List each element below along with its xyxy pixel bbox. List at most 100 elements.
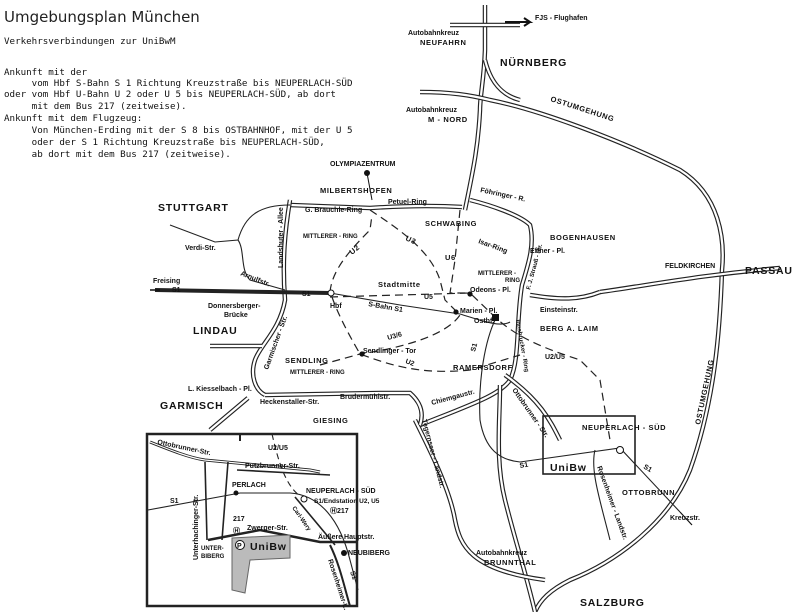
label-hbf: Hbf: [330, 303, 342, 310]
label-verdi-str: Verdi-Str.: [185, 245, 216, 252]
roads: [169, 5, 781, 612]
directions-line: Ankunft mit dem Flugzeug:: [4, 113, 143, 124]
label-s1: S1: [302, 291, 311, 298]
label-s1: S1: [519, 462, 529, 470]
label-s1: S1: [172, 287, 181, 294]
label-u2: U2: [404, 358, 415, 368]
label-neuperlach-sued: NEUPERLACH - SÜD: [582, 423, 666, 432]
inset-unterbiberg: BIBERG: [201, 554, 225, 560]
label-stadtmitte: Stadtmitte: [378, 280, 421, 289]
directions-line: oder der S 1 Richtung Kreuzstraße bis NE…: [4, 137, 325, 148]
label-nuernberg: NÜRNBERG: [500, 56, 567, 69]
station-icon: [616, 446, 624, 454]
label-sendlinger-tor: Sendlinger - Tor: [363, 348, 416, 355]
label-ottobrunn: OTTOBRUNN: [622, 488, 675, 497]
label-u2-u5: U2/U5: [545, 354, 565, 361]
label-freising: Freising: [153, 278, 180, 285]
page-title: Umgebungsplan München: [4, 8, 200, 26]
label-donnersberger-bruecke: Donnersberger-: [208, 303, 261, 310]
inset-aeussere-hauptstr: Äußere Hauptstr.: [318, 533, 374, 541]
directions-line: ab dort mit dem Bus 217 (zeitweise).: [4, 149, 231, 160]
label-effner-platz: Effner - Pl.: [530, 248, 565, 255]
label-s1: S1: [642, 464, 653, 474]
directions-line: vom Hbf S-Bahn S 1 Richtung Kreuzstraße …: [4, 78, 353, 89]
label-kiesselbach-platz: L. Kiesselbach - Pl.: [188, 386, 252, 393]
label-passau: PASSAU: [745, 265, 793, 277]
label-mittlerer-ring: RING: [505, 278, 520, 284]
label-u2: U2: [348, 243, 362, 257]
label-feldkirchen: FELDKIRCHEN: [665, 263, 715, 270]
label-brauchle-ring: G. Brauchle-Ring: [305, 207, 362, 214]
inset-neubiberg: NEUBIBERG: [348, 550, 391, 557]
label-odeonsplatz: Odeons - Pl.: [470, 287, 511, 294]
label-arnulfstr: Arnulfstr.: [239, 270, 271, 288]
label-tegernseer-landstr: Tegernseer - Landstr.: [420, 419, 445, 489]
label-u6: U6: [445, 253, 456, 262]
label-berg-am-laim: BERG A. LAIM: [540, 324, 599, 333]
label-stuttgart: STUTTGART: [158, 202, 229, 214]
label-sbahn-s1: S-Bahn S1: [368, 301, 404, 314]
label-kreuzstr: Kreuzstr.: [670, 515, 700, 522]
label-lindau: LINDAU: [193, 325, 237, 337]
label-brunnthal: BRUNNTHAL: [484, 558, 536, 567]
label-schwabing: SCHWABING: [425, 219, 477, 228]
label-neufahrn: NEUFAHRN: [420, 38, 466, 47]
inset-bus-217-label: 217: [233, 516, 245, 523]
label-garmisch: GARMISCH: [160, 400, 224, 412]
label-ramersdorf: RAMERSDORF: [453, 363, 513, 372]
directions-line: Ankunft mit der: [4, 67, 87, 78]
inset-endstation: S1/Endstation U2, U5: [314, 498, 380, 505]
uni-area-frame: [542, 415, 636, 475]
label-mnord: Autobahnkreuz: [406, 107, 457, 114]
label-u5: U5: [424, 294, 433, 301]
label-foehringer-ring: Föhringer - R.: [480, 187, 526, 203]
label-mnord: M - NORD: [428, 115, 468, 124]
label-olympiazentrum: OLYMPIAZENTRUM: [330, 161, 396, 168]
label-giesing: GIESING: [313, 416, 348, 425]
inset-neuperlach-sued: NEUPERLACH - SÜD: [306, 486, 376, 495]
inset-bus-stop-icon: Ⓗ: [233, 526, 240, 535]
label-donnersberger-bruecke: Brücke: [224, 312, 248, 319]
label-brunnthal: Autobahnkreuz: [476, 550, 527, 557]
label-einsteinstr: Einsteinstr.: [540, 307, 578, 314]
label-mittlerer-ring: MITTLERER -: [478, 271, 516, 277]
subtitle: Verkehrsverbindungen zur UniBwM: [4, 36, 176, 47]
inset-perlach: PERLACH: [232, 482, 266, 489]
rail-lines: [154, 170, 681, 513]
inset-unterhachinger-str: Unterhachinger-Str.: [193, 495, 200, 560]
inset-bus-217: Ⓗ217: [330, 506, 349, 515]
label-landshuter-allee: Landshuter - Allee: [278, 207, 285, 268]
inset-s1: S1: [170, 498, 179, 505]
inset-zwerger-str: Zwerger-Str.: [247, 525, 288, 532]
inset-map: Ottobrunner-Str. U2/U5 Putzbrunner-Str. …: [145, 432, 391, 611]
directions-line: Von München-Erding mit der S 8 bis OSTBA…: [4, 125, 353, 136]
label-isar-ring: Isar-Ring: [477, 238, 508, 255]
label-u3-6: U3/6: [387, 331, 403, 342]
label-flughafen: FJS - Flughafen: [535, 15, 588, 22]
label-mittlerer-ring: MITTLERER - RING: [290, 370, 345, 376]
label-bogenhausen: BOGENHAUSEN: [550, 233, 616, 242]
inset-unibw: UniBw: [250, 541, 287, 553]
inset-putzbrunner-str: Putzbrunner-Str.: [245, 463, 300, 470]
label-s1: S1: [470, 342, 479, 352]
inset-unterbiberg: UNTER-: [201, 546, 224, 552]
label-brudermuehlstr: Brudermühlstr.: [340, 394, 390, 401]
label-sendling: SENDLING: [285, 356, 329, 365]
label-marienplatz: Marien - Pl.: [460, 308, 497, 315]
inset-s1: S1: [348, 570, 358, 581]
inset-u2-u5: U2/U5: [268, 445, 288, 452]
label-u3: U3: [404, 234, 418, 247]
directions-line: oder vom Hbf U-Bahn U 2 oder U 5 bis NEU…: [4, 89, 336, 100]
label-ostbahnhof: Ostbf.: [474, 318, 494, 325]
label-heckenstaller-str: Heckenstaller-Str.: [260, 399, 319, 406]
label-petuel-ring: Petuel-Ring: [388, 199, 427, 206]
label-unibw: UniBw: [550, 462, 587, 474]
direction-arrows: [150, 17, 693, 526]
label-milbertshofen: MILBERTSHOFEN: [320, 186, 392, 195]
label-mittlerer-ring: MITTLERER - RING: [303, 234, 358, 240]
label-neufahrn: Autobahnkreuz: [408, 30, 459, 37]
label-salzburg: SALZBURG: [580, 597, 645, 609]
inset-parking-icon: P: [237, 543, 242, 550]
